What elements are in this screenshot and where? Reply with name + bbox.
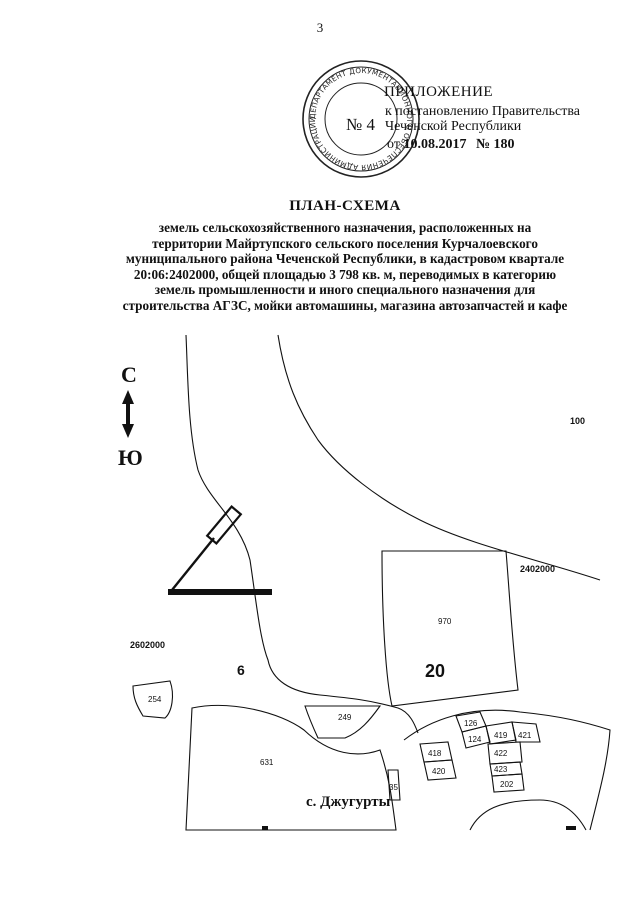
parcel-label: 254 [148, 695, 162, 704]
parcel-label: 35 [389, 783, 398, 792]
official-seal: ДЕПАРТАМЕНТ ДОКУМЕНТАЦИОННОГО ОБЕСПЕЧЕНИ… [300, 58, 420, 178]
parcel-label: 100 [570, 416, 585, 426]
cluster-boundary [403, 709, 611, 831]
parcel-label: 421 [518, 731, 532, 740]
parcel-631 [185, 704, 397, 831]
parcel-label: 418 [428, 749, 442, 758]
num-prefix: № [475, 137, 491, 152]
parcel-35 [387, 769, 401, 801]
compass-south: Ю [118, 445, 143, 470]
appendix-label: ПРИЛОЖЕНИЕ [384, 84, 494, 100]
subtitle-line: муниципального района Чеченской Республи… [125, 251, 565, 266]
appendix-line2: к постановлению Правительства [385, 104, 581, 119]
quarter-label: 2402000 [520, 564, 555, 574]
site-marker-icon [168, 505, 272, 595]
map-mark [262, 826, 268, 830]
parcel-label: 423 [494, 765, 508, 774]
document-title: ПЛАН-СХЕМА [289, 198, 401, 214]
subtitle-line: 20:06:2402000, общей площадью 3 798 кв. … [133, 266, 557, 282]
parcel-label: 422 [494, 749, 508, 758]
parcel-label: 631 [260, 758, 274, 767]
parcel-label: 126 [464, 719, 478, 728]
page-number: 3 [316, 20, 324, 35]
parcel-label: 249 [338, 713, 352, 722]
date-prefix: от [387, 137, 400, 152]
compass-arrow-icon [122, 390, 134, 438]
zone-label: 6 [237, 662, 245, 678]
quarter-boundary-right [277, 334, 601, 581]
cluster-lower-line [469, 799, 587, 831]
road-boundary-left [185, 334, 419, 734]
parcel-label: 420 [432, 767, 446, 776]
subtitle-line: строительства АГЗС, мойки автомашины, ма… [122, 297, 568, 313]
parcel-label: 124 [468, 735, 482, 744]
parcel-254 [132, 680, 174, 719]
cadastral-map: С Ю 100 2402000 2602000 970 6 20 254 249… [118, 334, 611, 831]
village-label: с. Джугурты [306, 794, 391, 810]
appendix-line3: Чеченской Республики [385, 119, 522, 134]
parcel-202 [491, 773, 525, 793]
parcel-label: 970 [438, 617, 452, 626]
appendix-number: № 4 [346, 115, 375, 134]
parcel-label: 202 [500, 780, 514, 789]
parcel-970 [381, 550, 519, 707]
parcel-label: 419 [494, 731, 508, 740]
parcel-422 [487, 741, 523, 765]
zone-label: 20 [425, 661, 445, 681]
parcel-249 [304, 705, 382, 739]
doc-number: 180 [493, 137, 515, 152]
document-subtitle: земель сельскохозяйственного назначения,… [80, 220, 610, 313]
subtitle-line: территории Майртупского сельского поселе… [152, 235, 538, 251]
doc-date: 10.08.2017 [403, 137, 467, 152]
parcel-421 [511, 721, 541, 743]
compass-north: С [121, 362, 137, 387]
subtitle-line: земель сельскохозяйственного назначения,… [158, 220, 532, 235]
subtitle-line: земель промышленности и иного специально… [154, 282, 536, 297]
appendix-date-line: от 10.08.2017 № 180 [387, 137, 515, 153]
map-mark [566, 826, 576, 830]
parcel-420 [423, 759, 457, 781]
quarter-label: 2602000 [130, 640, 165, 650]
